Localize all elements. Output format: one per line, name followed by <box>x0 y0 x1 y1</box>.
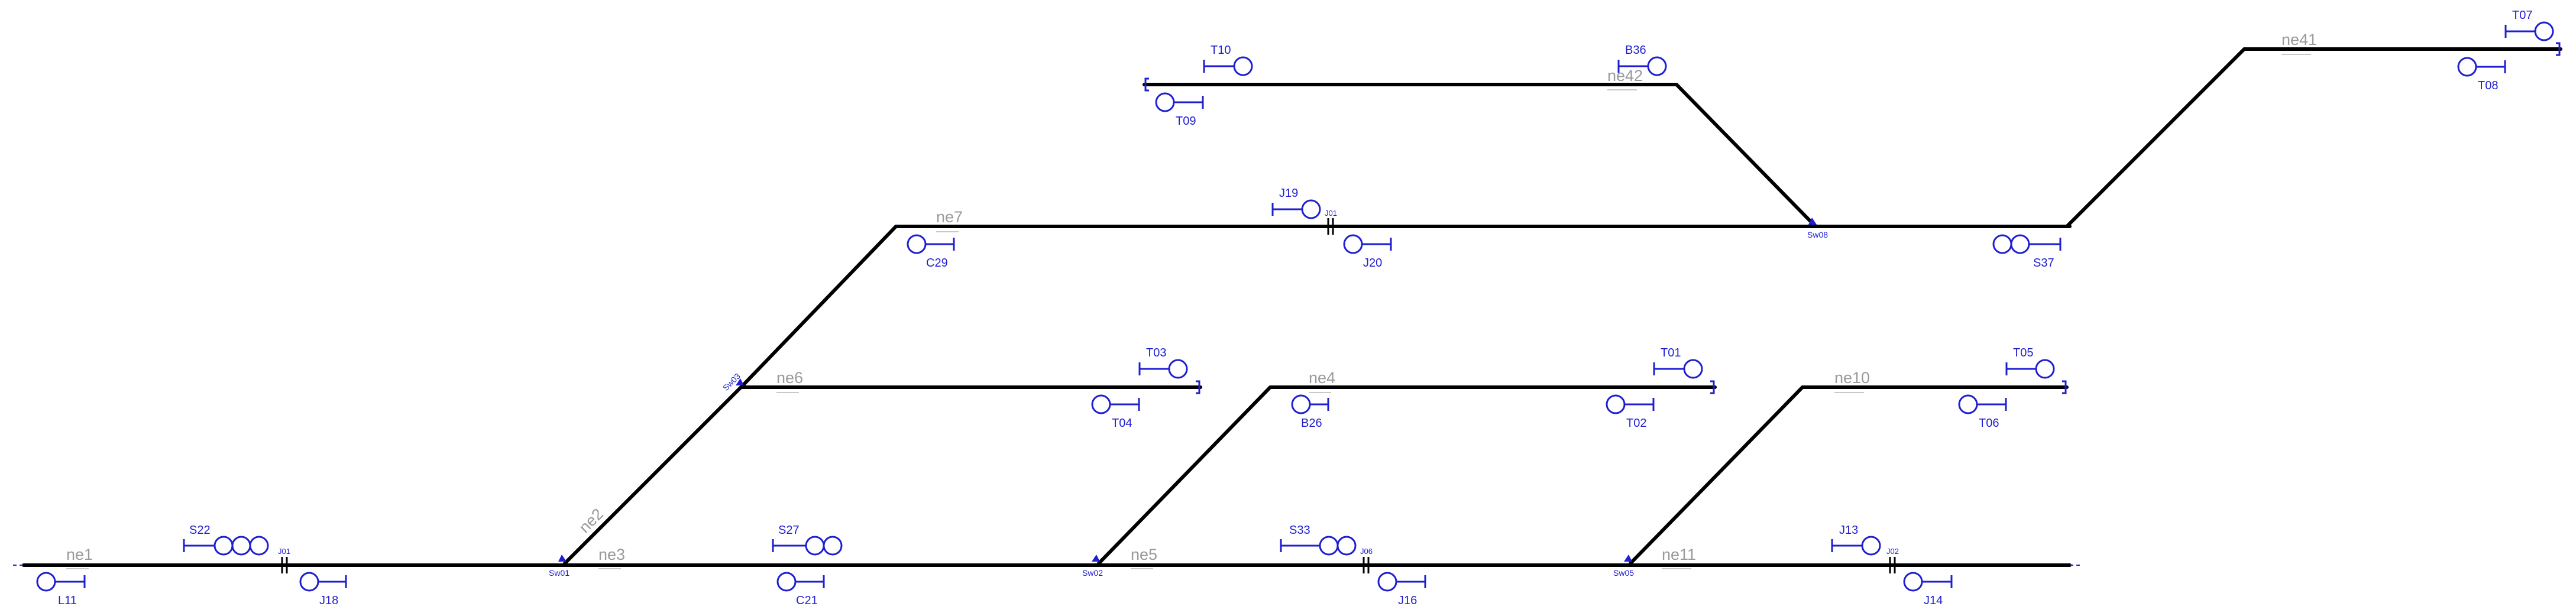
net-label-ne5: ne5 <box>1131 546 1157 563</box>
net-label-ne41: ne41 <box>2281 31 2317 48</box>
signal-label-t04: T04 <box>1112 417 1132 430</box>
joint-label-j02: J02 <box>1886 547 1899 556</box>
signal-t10[interactable] <box>1203 56 1253 76</box>
signal-l11[interactable] <box>36 572 86 592</box>
signal-t04[interactable] <box>1091 394 1140 414</box>
net-label-ne42: ne42 <box>1607 67 1643 85</box>
switch-sw05-marker[interactable] <box>1624 555 1632 562</box>
signal-j13[interactable] <box>1831 536 1881 556</box>
switches: Sw01 Sw02 Sw03 Sw05 Sw08 <box>549 218 1828 578</box>
track-ne7-diagonal <box>740 225 898 388</box>
buffer-stop-ne6 <box>1196 380 1200 394</box>
signals: L11 S22 J18 C21 S27 C29 <box>36 9 2554 607</box>
net-label-ne6: ne6 <box>776 369 803 387</box>
signal-s37[interactable] <box>1992 234 2062 254</box>
track-ne41-diagonal <box>2065 47 2246 228</box>
switch-sw08-marker[interactable] <box>1808 218 1817 225</box>
joint-label-j01-lower: J01 <box>278 547 290 556</box>
signal-label-t10: T10 <box>1211 44 1231 57</box>
switch-sw02-marker[interactable] <box>1092 555 1100 562</box>
net-label-ne7: ne7 <box>936 208 963 226</box>
net-label-ne1: ne1 <box>66 546 93 563</box>
buffer-stop-ne4 <box>1710 380 1715 394</box>
signal-label-j16: J16 <box>1398 594 1417 607</box>
signal-label-t02: T02 <box>1626 417 1646 430</box>
signal-label-t05: T05 <box>2013 346 2033 359</box>
net-label-ne11: ne11 <box>1662 546 1696 563</box>
signal-label-c21: C21 <box>796 594 818 607</box>
buffer-stop-ne10 <box>2062 380 2067 394</box>
switch-sw01-label: Sw01 <box>549 568 569 578</box>
net-label-ne10: ne10 <box>1834 369 1870 387</box>
signal-t06[interactable] <box>1958 394 2007 414</box>
net-label-ne2: ne2 <box>575 505 607 536</box>
track-ne10-diagonal <box>1629 385 1804 565</box>
net-labels: ne1 ne2 ne3 ne4 ne5 ne6 ne7 ne10 ne11 ne… <box>66 31 2317 569</box>
signal-label-s22: S22 <box>189 524 211 537</box>
signal-c21[interactable] <box>776 572 825 592</box>
switch-sw02-label: Sw02 <box>1082 568 1103 578</box>
signal-label-j19: J19 <box>1279 187 1298 200</box>
signal-b26[interactable] <box>1291 394 1329 414</box>
signal-t08[interactable] <box>2457 57 2506 77</box>
switch-sw05-label: Sw05 <box>1613 568 1634 578</box>
joints: J01 J01 J06 J02 <box>278 209 1899 573</box>
signal-s33[interactable] <box>1280 536 1357 556</box>
buffer-stops <box>1144 42 2561 394</box>
signal-t05[interactable] <box>2005 359 2055 379</box>
signal-j20[interactable] <box>1343 234 1392 254</box>
signal-t02[interactable] <box>1606 394 1655 414</box>
signal-label-t01: T01 <box>1661 346 1681 359</box>
net-label-ne3: ne3 <box>598 546 625 563</box>
joint-label-j06: J06 <box>1360 547 1373 556</box>
track-ne4-diagonal <box>1097 385 1272 565</box>
signal-c29[interactable] <box>907 234 955 254</box>
signal-label-s33: S33 <box>1289 524 1310 537</box>
signal-label-b26: B26 <box>1301 417 1322 430</box>
signal-t07[interactable] <box>2504 21 2554 41</box>
signal-j19[interactable] <box>1271 199 1321 219</box>
signal-j14[interactable] <box>1903 572 1953 592</box>
signal-label-c29: C29 <box>926 257 948 270</box>
track-ne42-diagonal <box>1675 83 1817 228</box>
signal-t09[interactable] <box>1155 92 1204 112</box>
signal-label-t03: T03 <box>1146 346 1166 359</box>
signal-label-t07: T07 <box>2512 9 2532 22</box>
buffer-stop-ne41 <box>2556 42 2561 56</box>
signal-label-s27: S27 <box>778 524 800 537</box>
signal-label-t09: T09 <box>1176 115 1196 128</box>
signal-label-t08: T08 <box>2478 79 2498 92</box>
track-ne2 <box>563 384 744 565</box>
signal-label-l11: L11 <box>58 594 77 607</box>
signal-j16[interactable] <box>1377 572 1426 592</box>
switch-sw03-marker[interactable] <box>736 378 744 385</box>
signal-j18[interactable] <box>299 572 347 592</box>
signal-s22[interactable] <box>183 536 269 556</box>
signal-b36[interactable] <box>1617 56 1667 76</box>
net-label-ne4: ne4 <box>1309 369 1335 387</box>
tracks <box>22 47 2562 567</box>
signal-t03[interactable] <box>1138 359 1188 379</box>
switch-sw01-marker[interactable] <box>558 555 567 562</box>
signal-label-j18: J18 <box>319 594 338 607</box>
signal-label-s37: S37 <box>2033 257 2054 270</box>
signal-label-j13: J13 <box>1839 524 1858 537</box>
signal-label-j14: J14 <box>1924 594 1943 607</box>
signal-label-t06: T06 <box>1979 417 1999 430</box>
signal-s27[interactable] <box>772 536 843 556</box>
signal-label-j20: J20 <box>1363 257 1382 270</box>
switch-sw08-label: Sw08 <box>1807 230 1828 239</box>
buffer-stop-ne42 <box>1144 77 1149 92</box>
signal-label-b36: B36 <box>1625 44 1646 57</box>
signal-t01[interactable] <box>1653 359 1703 379</box>
joint-label-j01-upper: J01 <box>1325 209 1337 218</box>
